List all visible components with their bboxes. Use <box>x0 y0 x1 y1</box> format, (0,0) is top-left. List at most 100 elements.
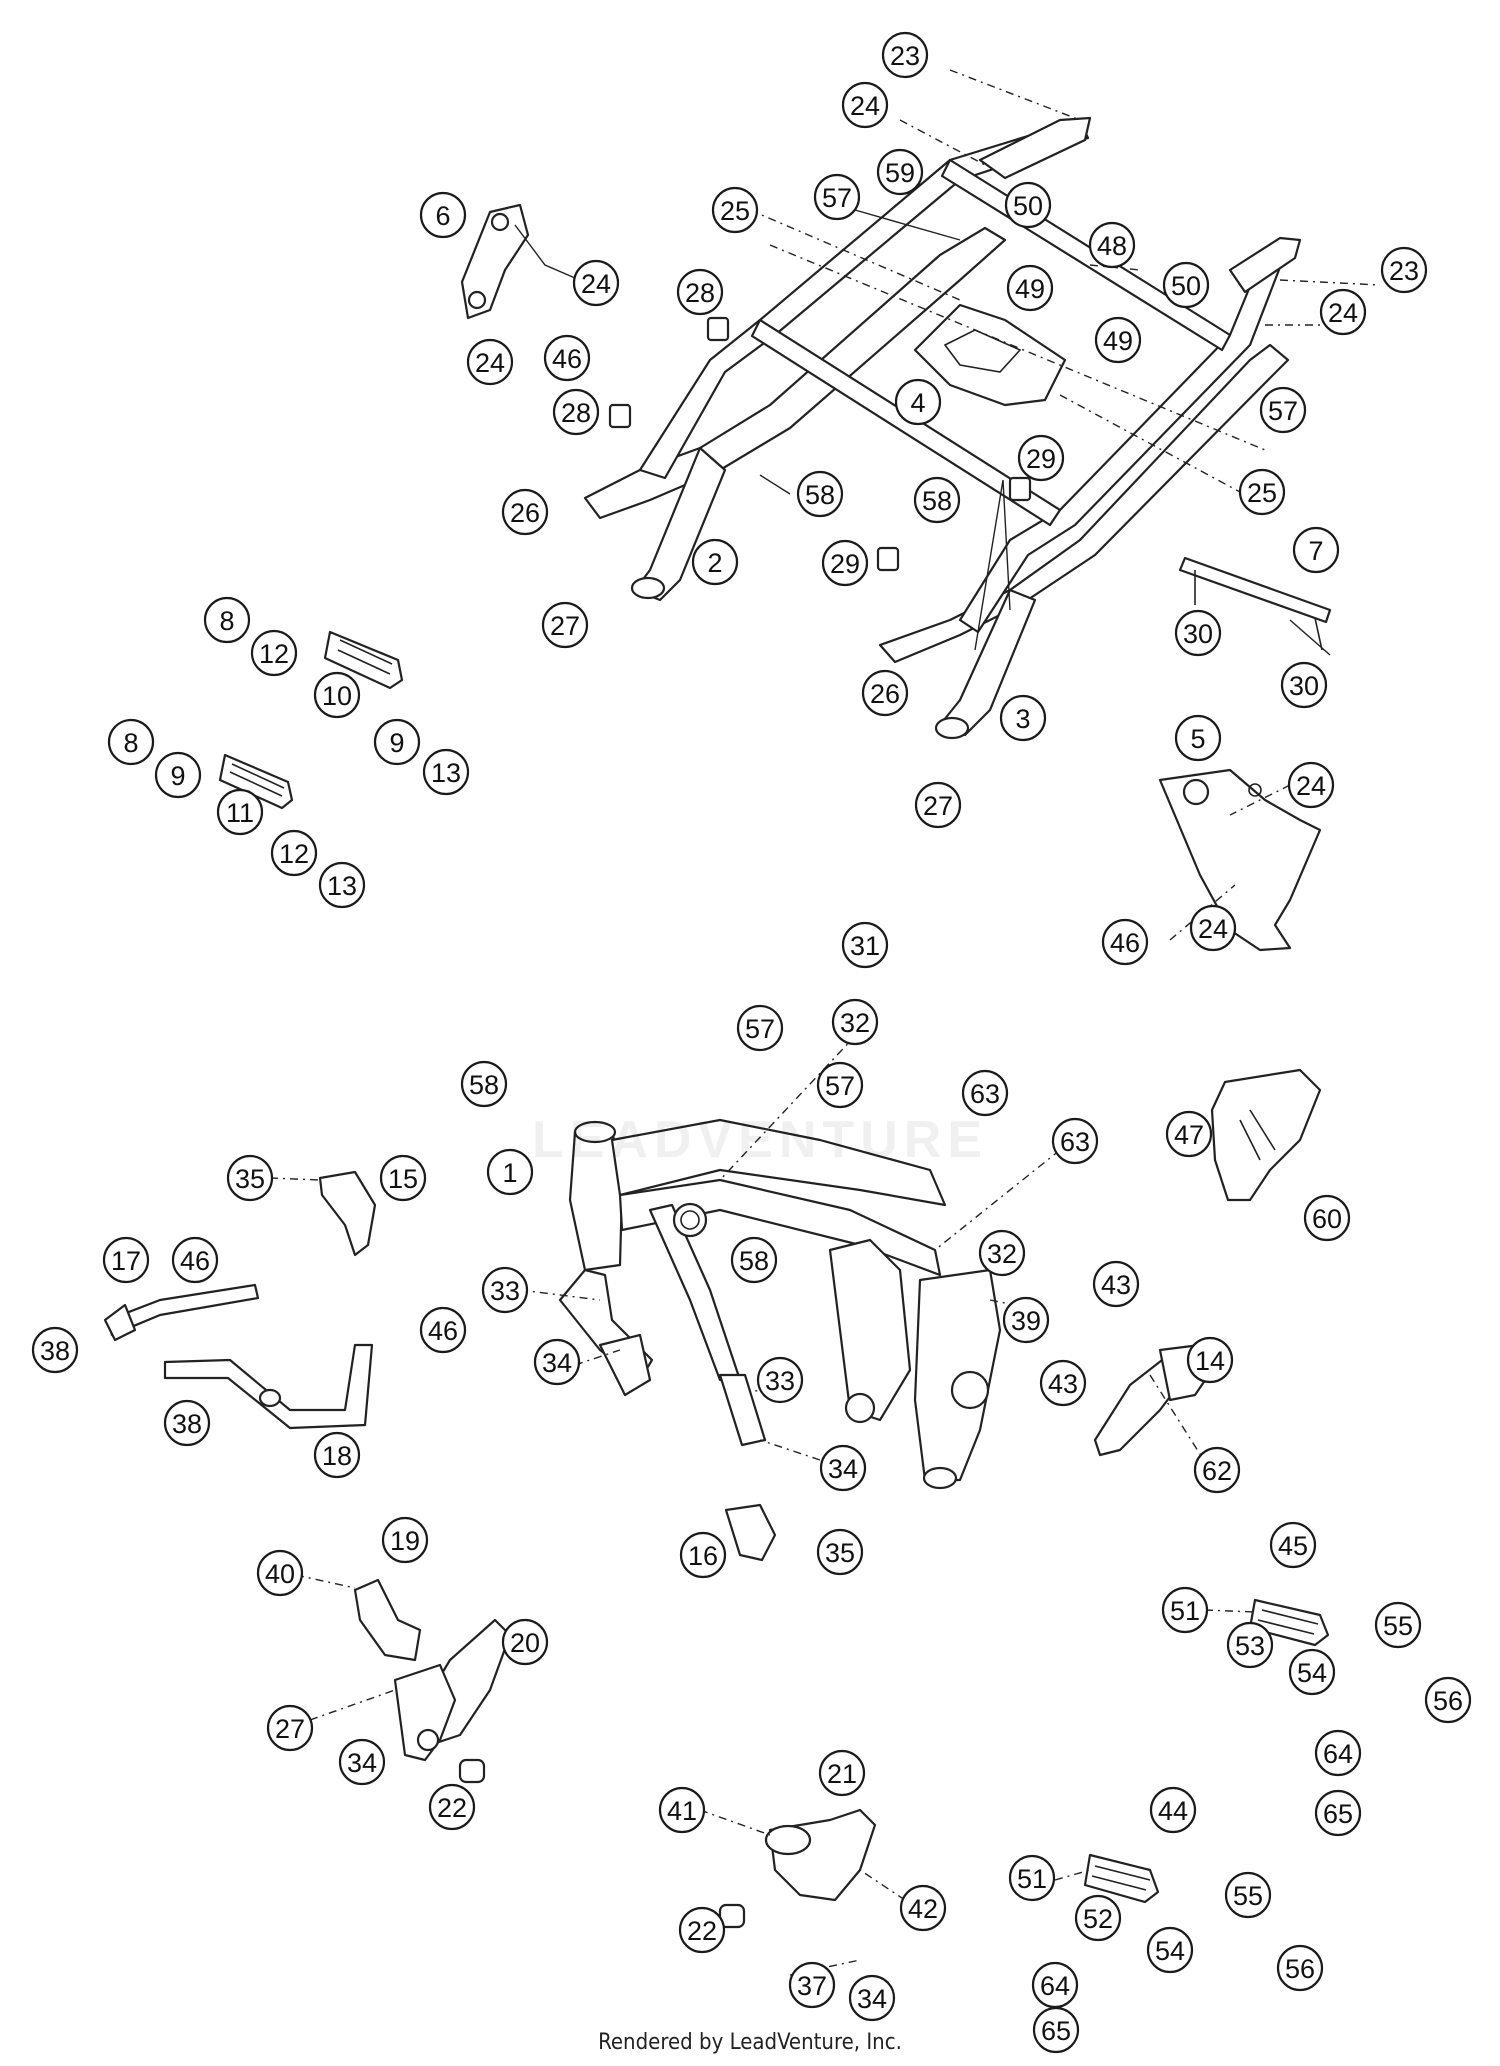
callout-number: 30 <box>1183 619 1213 649</box>
callout-number: 45 <box>1278 1531 1308 1561</box>
callout-number: 62 <box>1202 1456 1232 1486</box>
callout-number: 21 <box>827 1759 857 1789</box>
callout-number: 40 <box>265 1559 295 1589</box>
callout-circle <box>678 1906 726 1954</box>
callout-number: 47 <box>1174 1120 1204 1150</box>
callout-number: 50 <box>1013 191 1043 221</box>
part-callout: 58 <box>796 470 844 518</box>
part-callout: 17 <box>102 1236 150 1284</box>
part-callout: 41 <box>658 1786 706 1834</box>
callout-circle <box>1269 1521 1317 1569</box>
callout-circle <box>1032 2006 1080 2054</box>
callout-circle <box>533 1338 581 1386</box>
part-callout: 26 <box>501 488 549 536</box>
part-callout: 15 <box>379 1154 427 1202</box>
callout-circle <box>914 781 962 829</box>
callout-circle <box>1165 1110 1213 1158</box>
part-callout: 34 <box>533 1338 581 1386</box>
part-callout: 18 <box>313 1431 361 1479</box>
callout-circle <box>816 1061 864 1109</box>
callout-number: 55 <box>1233 1881 1263 1911</box>
callout-number: 23 <box>890 41 920 71</box>
callout-circle <box>481 1266 529 1314</box>
callout-circle <box>1224 1871 1272 1919</box>
part-callout: 46 <box>171 1236 219 1284</box>
part-callout: 55 <box>1224 1871 1272 1919</box>
callout-number: 46 <box>180 1246 210 1276</box>
callout-circle <box>1092 1260 1140 1308</box>
part-callout: 22 <box>678 1906 726 1954</box>
crash-bars <box>103 1283 374 1430</box>
callout-circle <box>1094 316 1142 364</box>
part-callout: 43 <box>1039 1359 1087 1407</box>
part-callout: 54 <box>1146 1926 1194 1974</box>
part-callout: 7 <box>1292 526 1340 574</box>
callout-number: 27 <box>550 611 580 641</box>
callout-circle <box>572 259 620 307</box>
callout-circle <box>676 268 724 316</box>
callout-number: 24 <box>475 348 505 378</box>
callout-circle <box>1189 904 1237 952</box>
callout-circle <box>1314 1729 1362 1777</box>
part-callout: 12 <box>250 629 298 677</box>
callout-circle <box>552 388 600 436</box>
callout-number: 30 <box>1289 671 1319 701</box>
callout-number: 51 <box>1170 1596 1200 1626</box>
part-callout: 25 <box>1238 468 1286 516</box>
callout-number: 41 <box>667 1796 697 1826</box>
callout-circle <box>313 671 361 719</box>
callout-number: 46 <box>552 344 582 374</box>
callout-number: 11 <box>226 798 254 828</box>
callout-circle <box>756 1356 804 1404</box>
part-callout: 19 <box>381 1516 429 1564</box>
callout-number: 51 <box>1017 1864 1047 1894</box>
callout-circle <box>163 1399 211 1447</box>
callout-circle <box>1039 1359 1087 1407</box>
part-callout: 56 <box>1276 1944 1324 1992</box>
part-callout: 52 <box>1074 1894 1122 1942</box>
callout-number: 1 <box>502 1158 517 1188</box>
part-callout: 24 <box>1319 288 1367 336</box>
part-callout: 47 <box>1165 1110 1213 1158</box>
part-callout: 27 <box>266 1704 314 1752</box>
part-callout: 63 <box>961 1069 1009 1117</box>
callout-number: 54 <box>1297 1658 1327 1688</box>
callout-number: 29 <box>1026 444 1056 474</box>
callout-circle <box>899 1884 947 1932</box>
part-callout: 33 <box>756 1356 804 1404</box>
part-callout: 8 <box>203 596 251 644</box>
footrest-bracket-right <box>718 1808 877 1929</box>
watermark: LEADVENTURE <box>531 1111 989 1169</box>
callout-circle <box>1287 761 1335 809</box>
part-callout: 32 <box>978 1229 1026 1277</box>
callout-number: 59 <box>885 158 915 188</box>
callout-number: 12 <box>279 839 309 869</box>
callout-circle <box>819 1444 867 1492</box>
part-callout: 29 <box>1017 434 1065 482</box>
callout-circle <box>818 1749 866 1797</box>
callout-circle <box>1002 1296 1050 1344</box>
footrest-bracket-left <box>353 1578 512 1784</box>
callout-number: 8 <box>123 728 138 758</box>
callout-circle <box>486 1148 534 1196</box>
callout-circle <box>226 1154 274 1202</box>
callout-circle <box>848 1974 896 2022</box>
callout-number: 39 <box>1011 1306 1041 1336</box>
callout-circle <box>1280 661 1328 709</box>
callout-number: 24 <box>850 91 880 121</box>
callout-circle <box>1161 1586 1209 1634</box>
part-callout: 24 <box>572 259 620 307</box>
part-callout: 46 <box>1101 918 1149 966</box>
part-callout: 21 <box>818 1749 866 1797</box>
callout-circle <box>543 334 591 382</box>
callout-number: 38 <box>40 1336 70 1366</box>
callout-circle <box>379 1154 427 1202</box>
part-callout: 2 <box>691 538 739 586</box>
part-callout: 57 <box>1259 386 1307 434</box>
callout-circle <box>1380 246 1428 294</box>
callout-number: 13 <box>431 758 461 788</box>
callout-number: 9 <box>170 761 185 791</box>
callout-circle <box>1101 918 1149 966</box>
callout-number: 22 <box>687 1916 717 1946</box>
